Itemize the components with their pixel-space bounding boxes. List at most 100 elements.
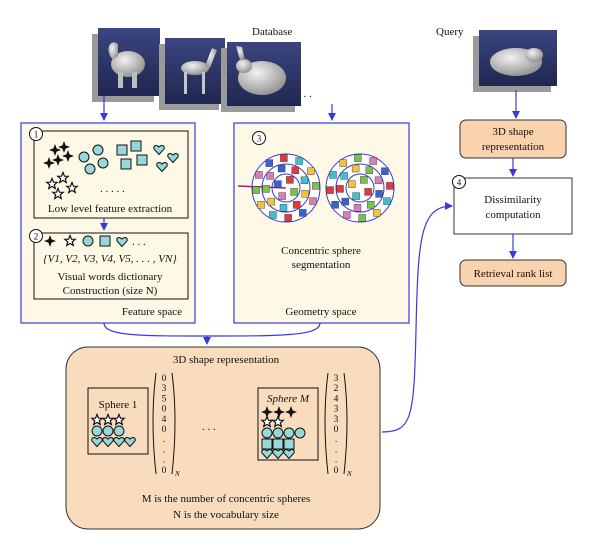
vector-entry: . bbox=[335, 445, 337, 455]
vector-entry: . bbox=[163, 435, 165, 445]
word-tile bbox=[269, 211, 277, 219]
vector-m-subscript: N bbox=[346, 470, 352, 478]
low-level-label: Low level feature extraction bbox=[48, 203, 173, 215]
vector-entry: 3 bbox=[334, 405, 339, 415]
retrieval-label: Retrieval rank list bbox=[474, 268, 553, 280]
word-tile bbox=[354, 154, 362, 162]
feature-ellipsis: . . . . . bbox=[100, 183, 125, 195]
word-tile bbox=[343, 211, 351, 219]
word-tile bbox=[257, 201, 265, 209]
vocab-set: {V1, V2, V3, V4, V5, . . . , VN} bbox=[43, 253, 177, 265]
word-tile bbox=[309, 197, 317, 205]
word-tile bbox=[293, 201, 301, 209]
arrow-db-rep-to-dissimilarity bbox=[381, 202, 453, 433]
database-images bbox=[92, 28, 301, 112]
vector-m-right-paren bbox=[343, 372, 348, 475]
visual-words-label-1: Visual words dictionary bbox=[57, 271, 163, 283]
word-tile bbox=[365, 166, 373, 174]
step-1-badge bbox=[29, 127, 43, 141]
vector-1-right-paren bbox=[171, 372, 176, 475]
word-tile bbox=[340, 172, 348, 180]
vector-1-subscript: N bbox=[174, 470, 180, 478]
word-tile bbox=[312, 182, 320, 190]
db-representation-title: 3D shape representation bbox=[173, 354, 280, 366]
word-tile bbox=[300, 176, 309, 185]
vector-entry: 0 bbox=[162, 405, 167, 415]
query-rep-label-2: representation bbox=[482, 141, 545, 153]
dissimilarity-label-1: Dissimilarity bbox=[484, 194, 542, 206]
query-label: Query bbox=[436, 26, 464, 38]
dissimilarity-box bbox=[453, 177, 573, 235]
step-4-number: 4 bbox=[457, 178, 462, 188]
sphere-m-label: Sphere M bbox=[267, 393, 310, 405]
word-tile bbox=[353, 204, 362, 212]
word-tile bbox=[286, 176, 294, 184]
word-tile bbox=[267, 197, 275, 206]
word-tile bbox=[279, 204, 288, 212]
word-tile bbox=[266, 172, 274, 180]
word-tile bbox=[351, 164, 360, 173]
vector-entry: 4 bbox=[334, 394, 339, 404]
vector-entry: . bbox=[335, 435, 337, 445]
vocabulary-box bbox=[33, 232, 189, 300]
vector-entry: 0 bbox=[162, 466, 167, 476]
vector-1-left-paren bbox=[152, 372, 157, 475]
vector-entry: . bbox=[335, 456, 337, 466]
word-tile bbox=[352, 192, 360, 200]
query-image bbox=[473, 30, 557, 92]
word-tile bbox=[262, 185, 270, 193]
vector-entry: 4 bbox=[162, 415, 167, 425]
step-2-badge bbox=[29, 229, 43, 243]
database-label: Database bbox=[252, 26, 292, 38]
vector-entry: . bbox=[163, 445, 165, 455]
horse-model bbox=[159, 38, 225, 110]
word-tile bbox=[373, 209, 381, 217]
word-tile bbox=[301, 190, 309, 198]
vector-entry: 0 bbox=[334, 425, 339, 435]
word-tile bbox=[280, 154, 288, 162]
word-tile bbox=[364, 188, 372, 196]
word-tile bbox=[375, 190, 383, 198]
vector-entry: 3 bbox=[162, 384, 167, 394]
word-tile bbox=[381, 167, 389, 175]
word-tile bbox=[331, 201, 339, 209]
word-tile bbox=[326, 186, 334, 194]
vector-entry: 2 bbox=[334, 384, 339, 394]
bunny-model bbox=[221, 42, 301, 112]
footnote-n: N is the vocabulary size bbox=[173, 509, 279, 521]
word-tile bbox=[329, 171, 337, 179]
geometry-space-panel bbox=[233, 122, 410, 324]
word-tile bbox=[383, 197, 391, 205]
visual-words-label-2: Construction (size N) bbox=[63, 285, 158, 297]
geometry-space-label: Geometry space bbox=[285, 306, 356, 318]
word-tile bbox=[290, 188, 298, 196]
word-tile bbox=[277, 164, 286, 173]
retrieval-box bbox=[459, 259, 567, 287]
word-tile bbox=[360, 176, 368, 184]
vocab-ellipsis: . . . bbox=[132, 236, 146, 248]
database-ellipsis: . . . bbox=[298, 88, 312, 100]
word-tile bbox=[291, 166, 299, 174]
word-tile bbox=[295, 157, 303, 165]
word-tile bbox=[284, 214, 292, 222]
word-tile bbox=[255, 171, 263, 179]
word-tile bbox=[369, 157, 377, 165]
word-tile bbox=[307, 167, 315, 175]
concentric-label-1: Concentric sphere bbox=[281, 245, 361, 257]
vector-entry: 0 bbox=[162, 374, 167, 384]
word-tile bbox=[339, 159, 347, 167]
word-tile bbox=[265, 159, 273, 167]
vector-entry: 3 bbox=[334, 374, 339, 384]
word-tile bbox=[386, 182, 394, 190]
merge-connector bbox=[103, 322, 321, 337]
word-tile bbox=[274, 180, 282, 188]
word-tile bbox=[367, 201, 375, 209]
vector-entry: . bbox=[163, 456, 165, 466]
query-rep-label-1: 3D shape bbox=[492, 126, 533, 138]
vector-entry: 0 bbox=[334, 466, 339, 476]
word-tile bbox=[299, 209, 307, 217]
word-tile bbox=[358, 214, 366, 222]
sphere-word-tiles bbox=[252, 154, 394, 222]
